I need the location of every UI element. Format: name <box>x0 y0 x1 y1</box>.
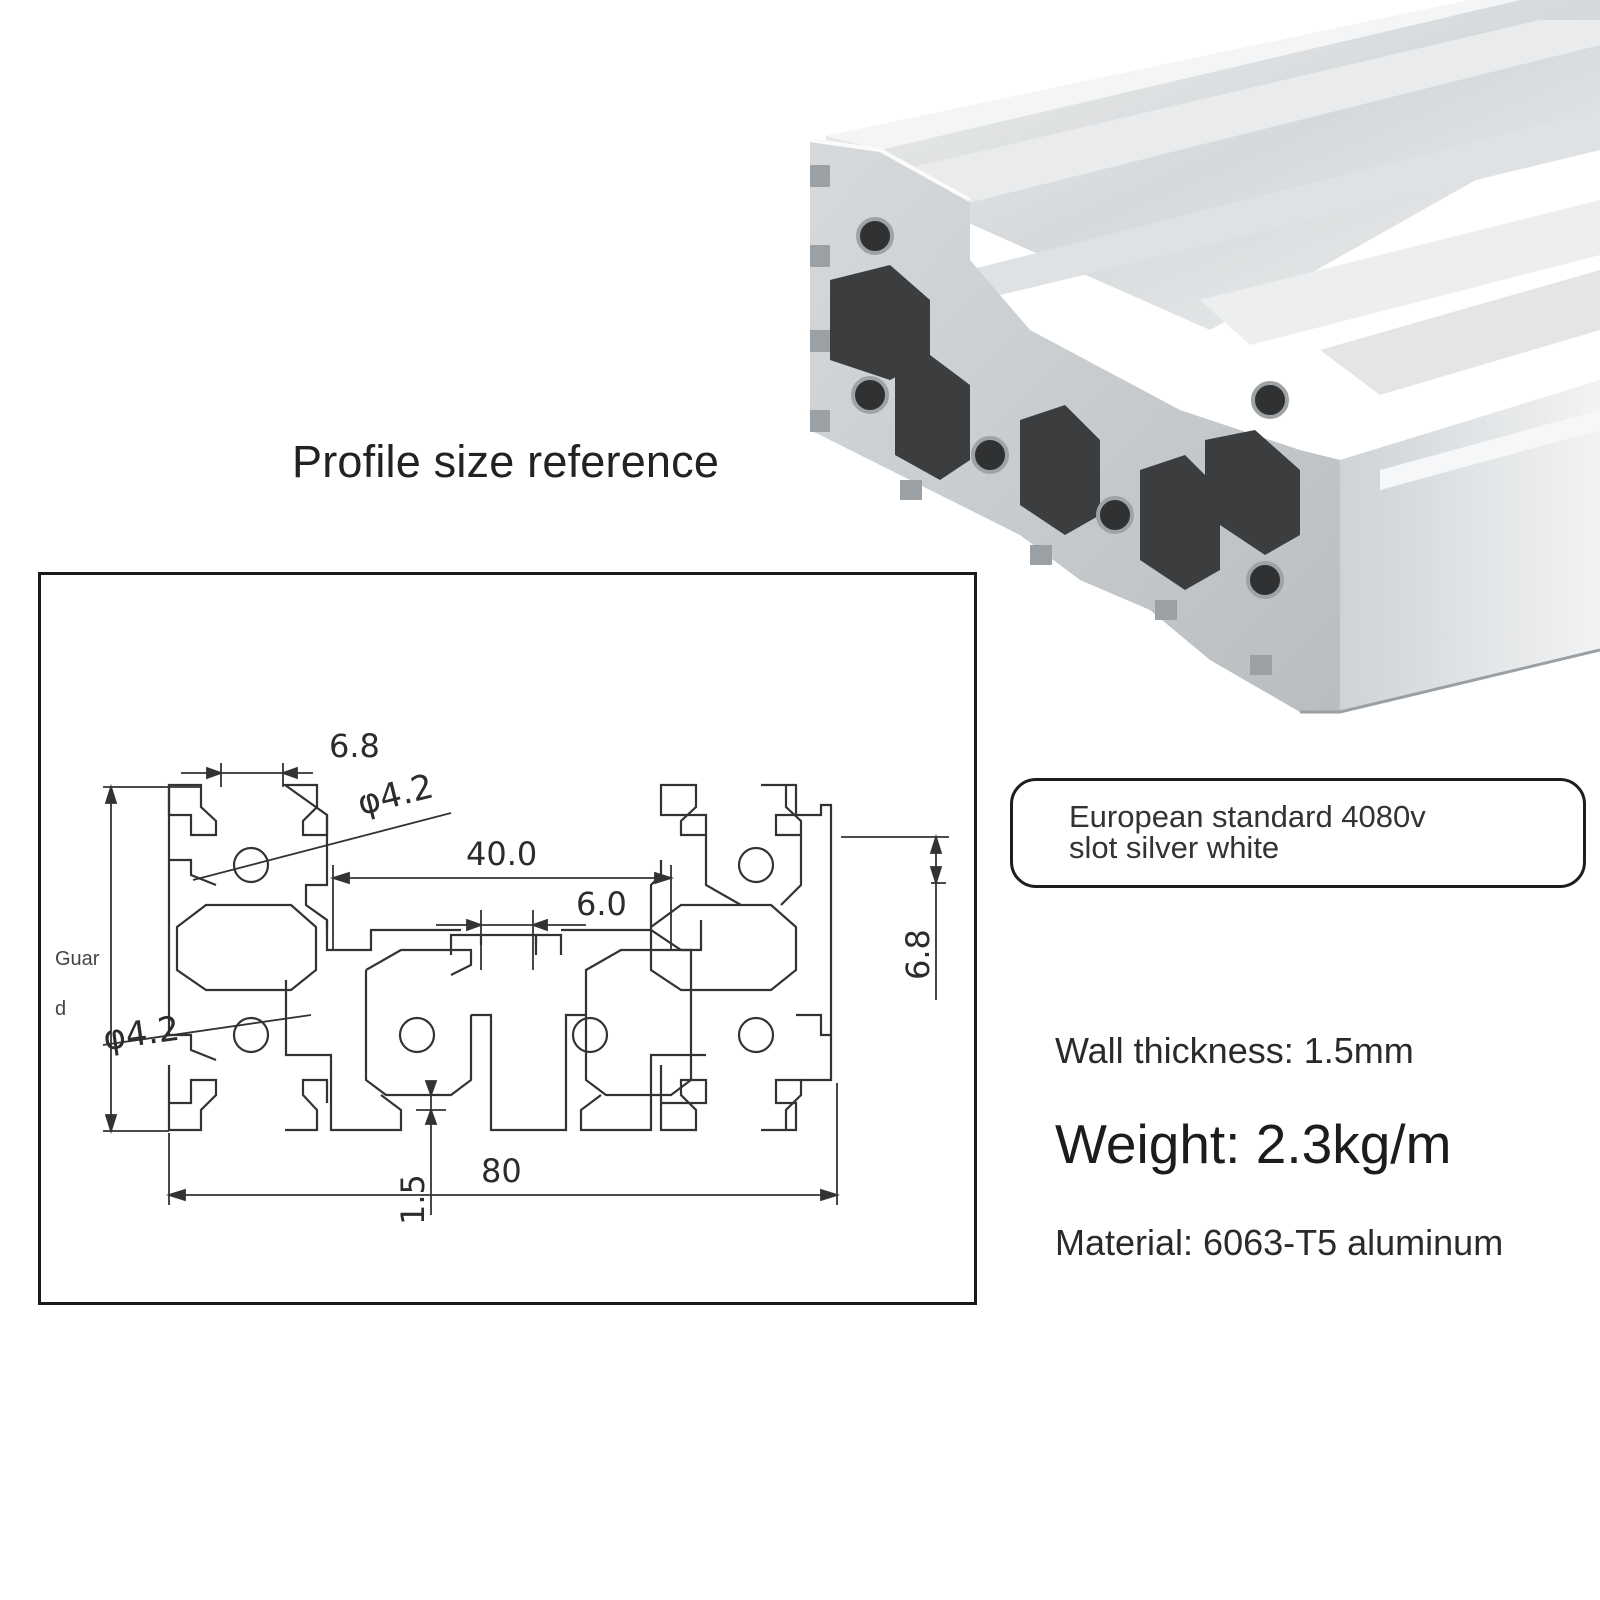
dim-overall-width: 80 <box>481 1152 522 1190</box>
dim-hole-diameter-top: φ4.2 <box>354 766 438 823</box>
aluminum-profile-photo <box>809 0 1600 714</box>
profile-mid-rail-2 <box>1320 270 1600 395</box>
dim-center-distance: 40.0 <box>466 835 537 873</box>
profile-top-rail-3 <box>930 110 1600 300</box>
profile-side-rail <box>1380 410 1600 490</box>
callout-line-1: European standard 4080v <box>1069 799 1426 834</box>
profile-size-heading: Profile size reference <box>292 436 720 487</box>
profile-edge-highlight <box>809 138 971 202</box>
side-note-d: d <box>55 998 66 1020</box>
profile-side-face <box>1340 380 1600 712</box>
profile-edge-shadow <box>1300 648 1600 714</box>
profile-mid-rail <box>1200 200 1600 345</box>
product-callout-box: European standard 4080v slot silver whit… <box>1010 778 1586 888</box>
dimension-lines <box>102 763 949 1215</box>
profile-holes <box>851 217 1289 599</box>
profile-top-rail-2 <box>900 20 1600 205</box>
profile-cross-section-drawing: 6.8 φ4.2 40.0 6.0 6.8 φ4.2 1.5 80 Guar d <box>55 727 949 1225</box>
dim-inner-slot: 6.0 <box>576 885 627 923</box>
dim-hole-diameter-left: φ4.2 <box>101 1009 182 1059</box>
weight-spec: Weight: 2.3kg/m <box>1055 1113 1452 1175</box>
profile-cavities <box>830 265 1300 590</box>
dim-wall-thickness: 1.5 <box>394 1174 432 1225</box>
profile-top-rail <box>826 0 1520 150</box>
material-spec: Material: 6063-T5 aluminum <box>1055 1222 1504 1263</box>
dim-slot-width: 6.8 <box>329 727 380 765</box>
cross-section-holes <box>232 846 775 1054</box>
dim-side-depth: 6.8 <box>899 929 937 980</box>
callout-line-2: slot silver white <box>1069 830 1280 865</box>
profile-slot-notches <box>810 165 1272 675</box>
technical-drawing-frame: 6.8 φ4.2 40.0 6.0 6.8 φ4.2 1.5 80 Guar d <box>38 572 977 1305</box>
wall-thickness-spec: Wall thickness: 1.5mm <box>1055 1030 1414 1071</box>
side-note-guard: Guar <box>55 948 100 970</box>
cross-section-outline <box>167 783 833 1132</box>
